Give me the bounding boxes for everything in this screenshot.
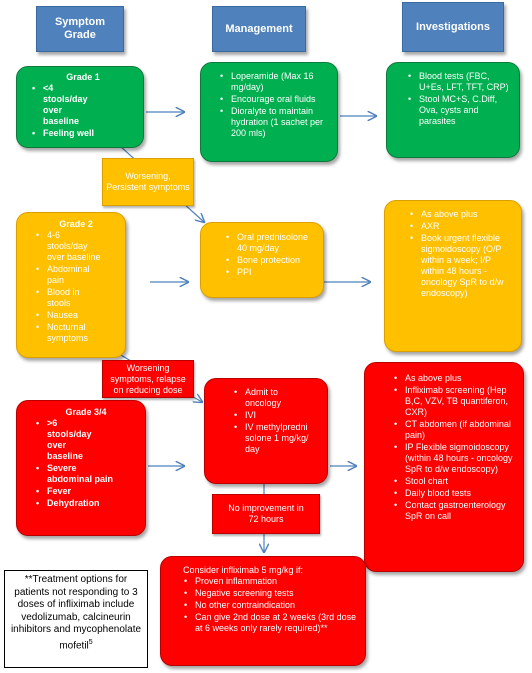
label-no-improvement-text: No improvement in 72 hours bbox=[228, 503, 304, 524]
investigations2-item: As above plus bbox=[410, 209, 511, 220]
header-symptom-grade: Symptom Grade bbox=[36, 6, 124, 52]
management1-item: Dioralyte to maintain hydration (1 sache… bbox=[220, 106, 331, 139]
management1-item: Loperamide (Max 16 mg/day) bbox=[220, 71, 331, 93]
management2-list: Oral prednisolone 40 mg/day Bone protect… bbox=[223, 232, 317, 278]
grade1-box: Grade 1 <4 stools/day over baseline Feel… bbox=[16, 66, 144, 148]
management2-item: PPI bbox=[226, 267, 317, 278]
grade3-item: Dehydration bbox=[36, 498, 139, 509]
management2-item: Oral prednisolone 40 mg/day bbox=[226, 232, 317, 254]
investigations3-item: Stool chart bbox=[394, 476, 515, 487]
grade2-item: Blood in stools bbox=[36, 287, 103, 309]
grade3-item: Severe abdominal pain bbox=[36, 463, 113, 485]
infliximab-item: No other contraindication bbox=[184, 600, 357, 611]
management3-item: IVI bbox=[234, 410, 321, 421]
footnote-reference: 5 bbox=[88, 638, 93, 646]
investigations2-item: AXR bbox=[410, 221, 511, 232]
management1-item: Encourage oral fluids bbox=[220, 94, 331, 105]
header-management: Management bbox=[212, 6, 306, 52]
grade2-title: Grade 2 bbox=[59, 219, 93, 229]
footnote-box: **Treatment options for patients not res… bbox=[4, 570, 148, 668]
investigations2-item: Book urgent flexible sigmoidoscopy (O/P … bbox=[410, 233, 511, 299]
grade2-box: Grade 2 4-6 stools/day over baseline Abd… bbox=[16, 212, 126, 358]
label-worsening-relapse: Worsening symptoms, relapse on reducing … bbox=[102, 360, 194, 398]
infliximab-item: Proven inflammation bbox=[184, 576, 357, 587]
investigations1-item: Blood tests (FBC, U+Es, LFT, TFT, CRP) bbox=[408, 71, 511, 93]
management2-box: Oral prednisolone 40 mg/day Bone protect… bbox=[200, 222, 324, 298]
investigations1-box: Blood tests (FBC, U+Es, LFT, TFT, CRP) S… bbox=[386, 62, 520, 158]
investigations3-box: As above plus Infliximab screening (Hep … bbox=[364, 362, 524, 572]
label-worsening-relapse-text: Worsening symptoms, relapse on reducing … bbox=[110, 362, 186, 395]
management3-box: Admit to oncology IVI IV methylprednisol… bbox=[204, 378, 328, 484]
grade2-item: Nocturnal symptoms bbox=[36, 322, 123, 344]
grade3-list: >6 stools/day over baseline Severe abdom… bbox=[33, 418, 139, 509]
investigations3-list: As above plus Infliximab screening (Hep … bbox=[391, 373, 515, 522]
management2-item: Bone protection bbox=[226, 255, 317, 266]
infliximab-box: Consider infliximab 5 mg/kg if: Proven i… bbox=[160, 556, 366, 666]
grade2-item: 4-6 stools/day over baseline bbox=[36, 230, 103, 263]
label-no-improvement: No improvement in 72 hours bbox=[212, 494, 320, 534]
label-worsening-persistent: Worsening, Persistent symptoms bbox=[102, 158, 194, 206]
grade3-title: Grade 3/4 bbox=[65, 407, 107, 417]
investigations3-item: IP Flexible sigmoidoscopy (within 48 hou… bbox=[394, 442, 515, 475]
investigations1-list: Blood tests (FBC, U+Es, LFT, TFT, CRP) S… bbox=[405, 71, 511, 127]
management1-list: Loperamide (Max 16 mg/day) Encourage ora… bbox=[217, 71, 331, 139]
investigations3-item: Contact gastroenterology SpR on call bbox=[394, 500, 515, 522]
investigations3-item: CT abdomen (if abdominal pain) bbox=[394, 419, 515, 441]
grade3-item: >6 stools/day over baseline bbox=[36, 418, 103, 462]
investigations3-item: As above plus bbox=[394, 373, 515, 384]
label-worsening-persistent-text: Worsening, Persistent symptoms bbox=[106, 171, 190, 192]
investigations2-list: As above plus AXR Book urgent flexible s… bbox=[407, 209, 511, 299]
investigations3-item: Daily blood tests bbox=[394, 488, 515, 499]
management3-item: Admit to oncology bbox=[234, 387, 301, 409]
footnote-text: **Treatment options for patients not res… bbox=[10, 574, 142, 651]
management1-box: Loperamide (Max 16 mg/day) Encourage ora… bbox=[200, 62, 338, 162]
infliximab-item: Can give 2nd dose at 2 weeks (3rd dose a… bbox=[184, 612, 357, 634]
grade1-list: <4 stools/day over baseline Feeling well bbox=[29, 83, 123, 139]
grade1-item: <4 stools/day over baseline bbox=[32, 83, 99, 127]
header-investigations: Investigations bbox=[402, 2, 504, 52]
header-investigations-label: Investigations bbox=[416, 20, 490, 33]
infliximab-item: Negative screening tests bbox=[184, 588, 357, 599]
grade3-item: Fever bbox=[36, 486, 139, 497]
grade2-item: Abdominal pain bbox=[36, 264, 109, 286]
infliximab-list: Proven inflammation Negative screening t… bbox=[181, 576, 357, 634]
grade2-list: 4-6 stools/day over baseline Abdominal p… bbox=[33, 230, 119, 344]
infliximab-title: Consider infliximab 5 mg/kg if: bbox=[183, 565, 304, 575]
grade3-box: Grade 3/4 >6 stools/day over baseline Se… bbox=[16, 400, 146, 536]
grade1-item: Feeling well bbox=[32, 128, 133, 139]
investigations3-item: Infliximab screening (Hep B,C, VZV, TB q… bbox=[394, 385, 515, 418]
management3-item: IV methylprednisolone 1 mg/kg/day bbox=[234, 422, 309, 455]
grade1-title: Grade 1 bbox=[66, 72, 100, 82]
grade2-item: Nausea bbox=[36, 310, 119, 321]
management3-list: Admit to oncology IVI IV methylprednisol… bbox=[231, 387, 321, 455]
investigations2-box: As above plus AXR Book urgent flexible s… bbox=[384, 200, 522, 352]
investigations1-item: Stool MC+S, C.Diff, Ova, cysts and paras… bbox=[408, 94, 511, 127]
header-management-label: Management bbox=[225, 22, 293, 35]
header-symptom-grade-label: Symptom Grade bbox=[54, 16, 106, 41]
